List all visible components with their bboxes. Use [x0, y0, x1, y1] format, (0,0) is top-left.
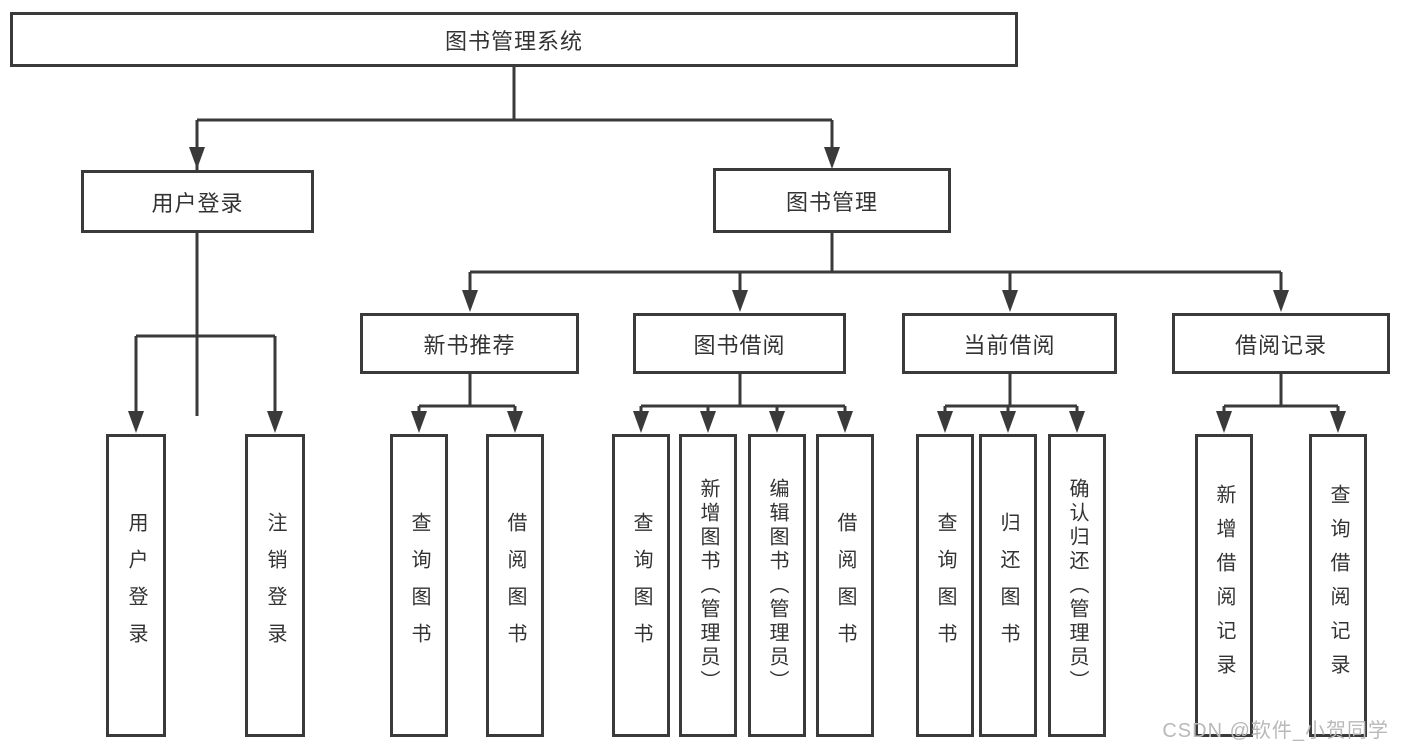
node-user-login: 用户登录 — [81, 170, 314, 233]
leaf-borrow-books-recommend-label: 借阅图书 — [504, 511, 526, 660]
leaf-return-books-label: 归还图书 — [997, 511, 1019, 660]
leaf-borrow-books: 借阅图书 — [816, 434, 874, 737]
leaf-logout: 注销登录 — [245, 434, 305, 737]
node-current-borrowing: 当前借阅 — [902, 313, 1117, 374]
leaf-logout-label: 注销登录 — [264, 511, 286, 660]
leaf-edit-book-admin-label: 编辑图书（管理员） — [766, 477, 788, 694]
node-new-book-recommendation: 新书推荐 — [360, 313, 579, 374]
leaf-query-books-current-label: 查询图书 — [934, 511, 956, 660]
leaf-user-login: 用户登录 — [106, 434, 166, 737]
leaf-add-book-admin-label: 新增图书（管理员） — [697, 477, 719, 694]
leaf-borrow-books-recommend: 借阅图书 — [486, 434, 544, 737]
leaf-query-books-current: 查询图书 — [916, 434, 974, 737]
leaf-confirm-return-admin: 确认归还（管理员） — [1048, 434, 1106, 737]
leaf-add-book-admin: 新增图书（管理员） — [679, 434, 737, 737]
leaf-confirm-return-admin-label: 确认归还（管理员） — [1066, 477, 1088, 694]
leaf-user-login-label: 用户登录 — [125, 511, 147, 660]
node-book-management: 图书管理 — [713, 168, 951, 233]
leaf-query-borrow-record-label: 查询借阅记录 — [1327, 483, 1349, 688]
node-borrowing-records: 借阅记录 — [1172, 313, 1390, 374]
leaf-query-borrow-record: 查询借阅记录 — [1309, 434, 1367, 737]
csdn-watermark: CSDN @软件_小贺同学 — [1162, 720, 1389, 742]
leaf-query-books-borrow: 查询图书 — [612, 434, 670, 737]
leaf-add-borrow-record: 新增借阅记录 — [1195, 434, 1253, 737]
leaf-query-books-borrow-label: 查询图书 — [630, 511, 652, 660]
node-library-management-system: 图书管理系统 — [10, 12, 1018, 67]
leaf-add-borrow-record-label: 新增借阅记录 — [1213, 483, 1235, 688]
leaf-borrow-books-label: 借阅图书 — [834, 511, 856, 660]
leaf-query-books-recommend: 查询图书 — [390, 434, 448, 737]
node-book-borrowing: 图书借阅 — [633, 313, 846, 374]
leaf-return-books: 归还图书 — [979, 434, 1037, 737]
leaf-edit-book-admin: 编辑图书（管理员） — [748, 434, 806, 737]
leaf-query-books-recommend-label: 查询图书 — [408, 511, 430, 660]
